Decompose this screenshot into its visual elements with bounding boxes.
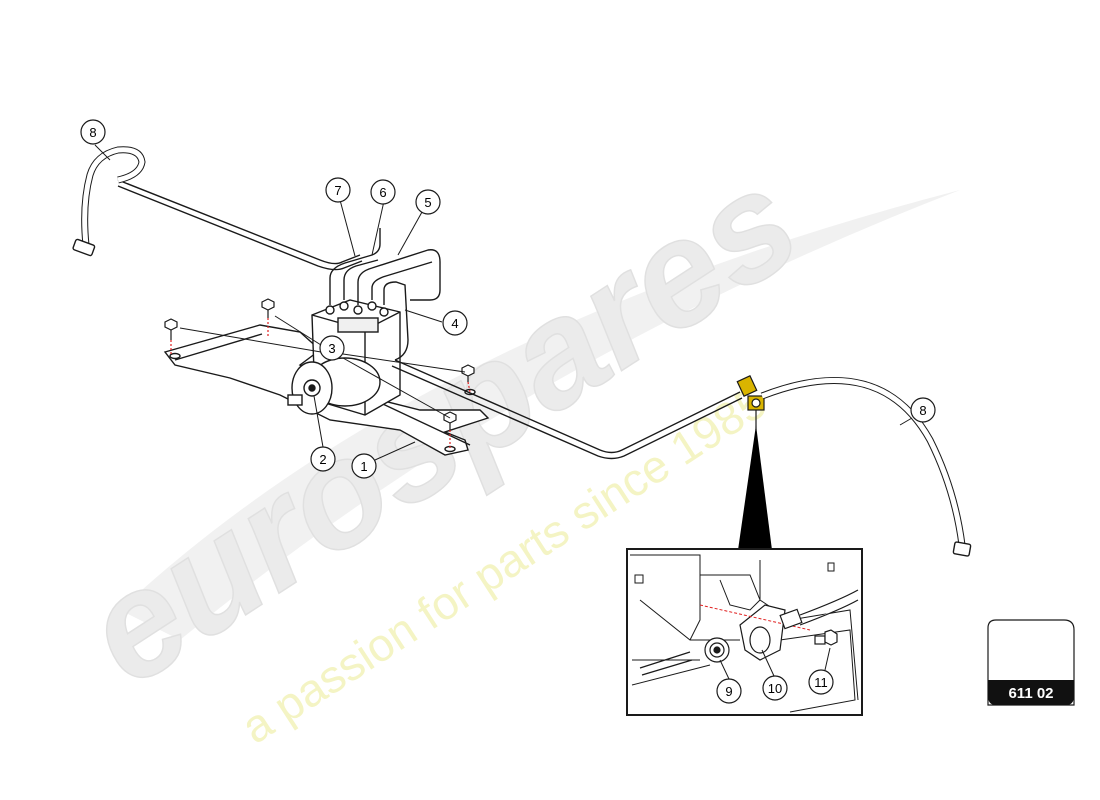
watermark-swoosh bbox=[120, 190, 960, 640]
leader-lines bbox=[94, 144, 913, 680]
callouts: 8 7 6 5 4 3 2 1 bbox=[80, 119, 936, 704]
pump-motor bbox=[291, 357, 381, 415]
callout-7: 7 bbox=[325, 177, 351, 203]
callout-1: 1 bbox=[351, 453, 377, 479]
svg-text:8: 8 bbox=[919, 403, 926, 418]
hose-end-fitting bbox=[779, 589, 859, 630]
svg-text:6: 6 bbox=[379, 185, 386, 200]
screw bbox=[261, 298, 275, 336]
bolt bbox=[814, 629, 838, 646]
callout-11: 11 bbox=[808, 669, 834, 695]
callout-6: 6 bbox=[370, 179, 396, 205]
brake-line-upper bbox=[72, 146, 363, 271]
svg-text:8: 8 bbox=[89, 125, 96, 140]
detail-pointer bbox=[738, 410, 772, 550]
brake-pipes-upper bbox=[329, 228, 441, 361]
callout-4: 4 bbox=[442, 310, 468, 336]
svg-text:1: 1 bbox=[360, 459, 367, 474]
svg-text:9: 9 bbox=[725, 684, 732, 699]
callout-10: 10 bbox=[762, 675, 788, 701]
svg-text:5: 5 bbox=[424, 195, 431, 210]
svg-text:7: 7 bbox=[334, 183, 341, 198]
callout-3: 3 bbox=[319, 335, 345, 361]
abs-control-unit bbox=[287, 299, 401, 416]
svg-text:3: 3 bbox=[328, 341, 335, 356]
flexible-hose-right bbox=[760, 376, 972, 557]
screw bbox=[461, 364, 475, 393]
junction-fitting bbox=[736, 374, 765, 411]
bracket-plate bbox=[739, 604, 786, 661]
svg-text:10: 10 bbox=[768, 681, 782, 696]
hose-fitting-left bbox=[72, 238, 96, 257]
callout-9: 9 bbox=[716, 678, 742, 704]
reference-code-box: 611 02 bbox=[987, 619, 1075, 706]
svg-text:11: 11 bbox=[814, 675, 828, 690]
callout-8-right: 8 bbox=[910, 397, 936, 423]
svg-text:2: 2 bbox=[319, 452, 326, 467]
svg-text:4: 4 bbox=[451, 316, 458, 331]
fitting-nut bbox=[639, 637, 730, 676]
brake-line-long bbox=[391, 359, 743, 460]
callout-5: 5 bbox=[415, 189, 441, 215]
reference-code: 611 02 bbox=[1008, 685, 1053, 702]
callout-2: 2 bbox=[310, 446, 336, 472]
callout-8-left: 8 bbox=[80, 119, 106, 145]
screw bbox=[164, 318, 178, 356]
